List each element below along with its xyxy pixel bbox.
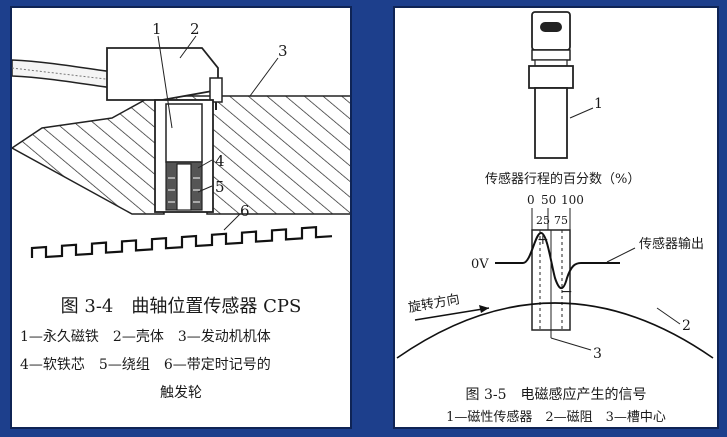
scale-50: 50 (541, 193, 556, 207)
callout-1: 1 (152, 20, 162, 38)
callout-2: 2 (190, 20, 200, 38)
trigger-wheel (30, 226, 333, 259)
callout-2-right: 2 (682, 318, 691, 334)
crank-sensor-drawing: 1 2 3 4 5 6 (12, 20, 350, 259)
signal-drawing: 1 传感器行程的百分数（%） 0 50 100 25 75 + − 0V 传感器… (396, 11, 714, 362)
figure-3-4-title: 图 3-4 曲轴位置传感器 CPS (60, 296, 302, 317)
callout-3-right: 3 (593, 346, 602, 362)
plus-sign: + (537, 232, 549, 248)
reluctor-disc (396, 302, 714, 359)
right-figure-panel: 1 传感器行程的百分数（%） 0 50 100 25 75 + − 0V 传感器… (393, 6, 719, 429)
callout-6: 6 (240, 202, 250, 220)
legend-line-3: 触发轮 (160, 385, 202, 401)
sensor-housing (106, 47, 219, 101)
scale-100: 100 (561, 193, 584, 207)
figure-3-5-title: 图 3-5 电磁感应产生的信号 (465, 387, 647, 403)
magnetic-sensor-body (534, 87, 568, 159)
callout-5: 5 (215, 178, 225, 196)
left-figure-panel: 1 2 3 4 5 6 图 3-4 曲轴位置传感器 CPS 1—永久磁铁 2—壳… (10, 6, 352, 429)
signal-waveform (495, 231, 620, 290)
permanent-magnet (165, 103, 203, 163)
minus-sign: − (561, 284, 573, 300)
scale-25: 25 (536, 214, 550, 227)
scale-0: 0 (527, 193, 535, 207)
rotation-arrow (414, 307, 490, 321)
figure-3-5-legend: 1—磁性传感器 2—磁阻 3—槽中心 (446, 410, 666, 425)
scale-75: 75 (554, 214, 568, 227)
sensor-cable (12, 59, 115, 89)
legend-line-1: 1—永久磁铁 2—壳体 3—发动机机体 (20, 329, 271, 345)
soft-iron-core (176, 163, 192, 211)
stroke-percent-label: 传感器行程的百分数（%） (485, 171, 640, 187)
rotation-direction-label: 旋转方向 (407, 291, 461, 316)
engine-block (12, 95, 350, 215)
callout-4: 4 (215, 152, 225, 170)
legend-line-2: 4—软铁芯 5—绕组 6—带定时记号的 (20, 357, 271, 373)
sensor-output-label: 传感器输出 (639, 236, 704, 252)
callout-3: 3 (278, 42, 288, 60)
zero-volt-label: 0V (471, 257, 489, 272)
callout-1-right: 1 (594, 96, 603, 112)
